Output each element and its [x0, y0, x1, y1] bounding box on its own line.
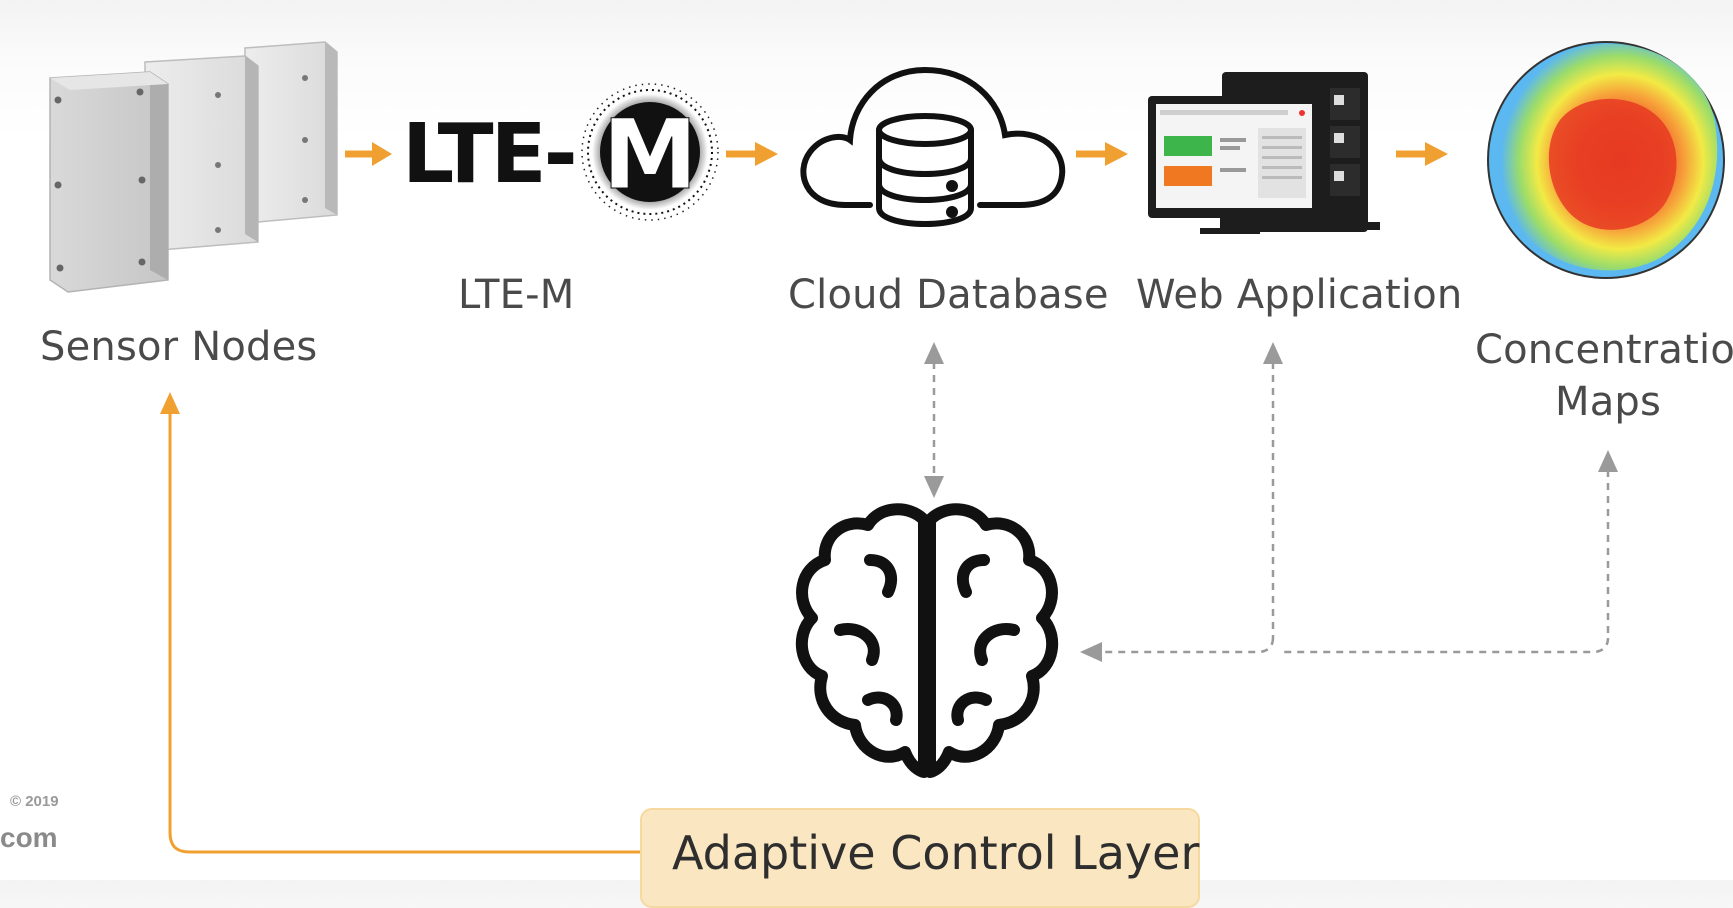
concentration-label-line1: Concentration [1475, 327, 1733, 373]
ltem-label: LTE-M [458, 272, 575, 318]
sensor-box-middle [144, 55, 259, 251]
watermark-year: © 2019 [10, 793, 59, 810]
sensor-box-front [49, 71, 169, 293]
adaptive-control-layer-label: Adaptive Control Layer [672, 826, 1200, 880]
sensor-nodes-image [49, 41, 338, 293]
ltem-logo: LTE- M [402, 83, 719, 221]
flow-arrow-sensor-to-ltem [345, 142, 392, 166]
sensor-nodes-label: Sensor Nodes [40, 324, 318, 370]
feedback-arrow-control-maps [1280, 450, 1618, 654]
feedback-arrow-control-web [1080, 342, 1283, 662]
brain-icon [795, 503, 1059, 778]
diagram-canvas: LTE- M [49, 41, 1725, 854]
watermark-domain: com [0, 822, 58, 853]
sensor-box-back [244, 41, 338, 223]
web-application-icon [1148, 72, 1380, 234]
cloud-database-label: Cloud Database [788, 272, 1109, 318]
feedback-arrow-cloud-control [924, 342, 944, 498]
concentration-maps-label: Concentration Maps [1475, 324, 1733, 428]
control-to-sensor-arrow [160, 392, 640, 854]
flow-arrow-cloud-to-web [1076, 142, 1128, 166]
web-application-label: Web Application [1136, 272, 1463, 318]
cloud-database-icon [800, 66, 1066, 228]
ltem-logo-text: LTE- [402, 107, 575, 202]
ltem-logo-m: M [602, 99, 698, 211]
concentration-heatmap [1487, 41, 1725, 279]
flow-arrow-ltem-to-cloud [726, 142, 778, 166]
concentration-label-line2: Maps [1555, 379, 1662, 425]
flow-arrow-web-to-maps [1396, 142, 1448, 166]
